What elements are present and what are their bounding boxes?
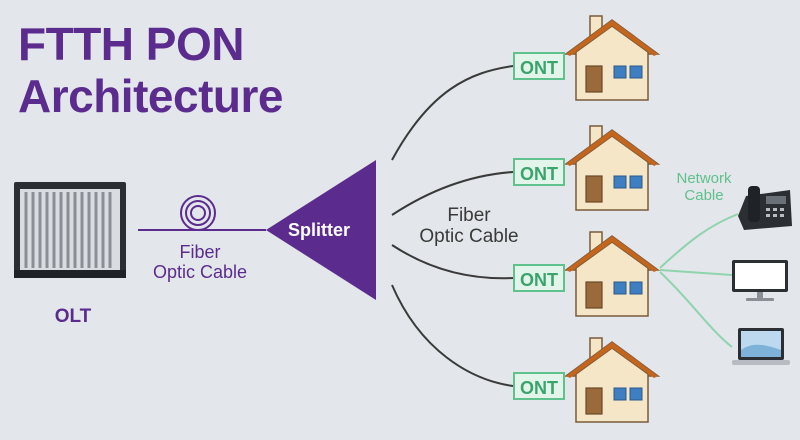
monitor-icon xyxy=(732,260,788,301)
fiber-label-right: Fiber Optic Cable xyxy=(404,205,534,247)
fiber-label-right-line-2: Optic Cable xyxy=(419,226,519,247)
house-icon-3 xyxy=(565,231,659,317)
ont-label-4: ONT xyxy=(513,372,565,400)
network-cable-label-line-2: Cable xyxy=(684,187,724,204)
house-icon-2 xyxy=(565,125,659,211)
laptop-icon xyxy=(732,328,790,365)
title-line-1: FTTH PON xyxy=(18,18,244,70)
network-cable-laptop xyxy=(659,271,733,348)
splitter-label: Splitter xyxy=(288,220,351,240)
fiber-label-left: Fiber Optic Cable xyxy=(138,242,262,282)
splitter-triangle xyxy=(266,160,376,300)
fiber-cable-ont-2 xyxy=(391,171,514,216)
fiber-label-right-line-1: Fiber xyxy=(447,205,491,226)
fiber-cable-ont-4 xyxy=(391,284,514,387)
olt-device-icon xyxy=(14,182,126,278)
network-cable-monitor xyxy=(659,269,733,276)
page-title: FTTH PON Architecture xyxy=(18,18,283,122)
olt-label: OLT xyxy=(54,306,92,327)
network-cable-label-line-1: Network xyxy=(676,170,732,187)
ont-label-1: ONT xyxy=(513,52,565,80)
network-cable-label: Network Cable xyxy=(664,170,744,204)
fiber-cable-ont-1 xyxy=(391,65,514,161)
fiber-label-left-line-2: Optic Cable xyxy=(152,262,248,282)
fiber-cable-ont-3 xyxy=(391,244,514,280)
fiber-label-left-line-1: Fiber xyxy=(179,242,221,262)
fiber-coil-icon xyxy=(180,195,216,231)
ont-label-2: ONT xyxy=(513,158,565,186)
house-icon-1 xyxy=(565,15,659,101)
network-cable-phone xyxy=(659,213,739,269)
ont-label-3: ONT xyxy=(513,264,565,292)
title-line-2: Architecture xyxy=(18,70,283,122)
phone-icon xyxy=(738,186,792,230)
house-icon-4 xyxy=(565,337,659,423)
